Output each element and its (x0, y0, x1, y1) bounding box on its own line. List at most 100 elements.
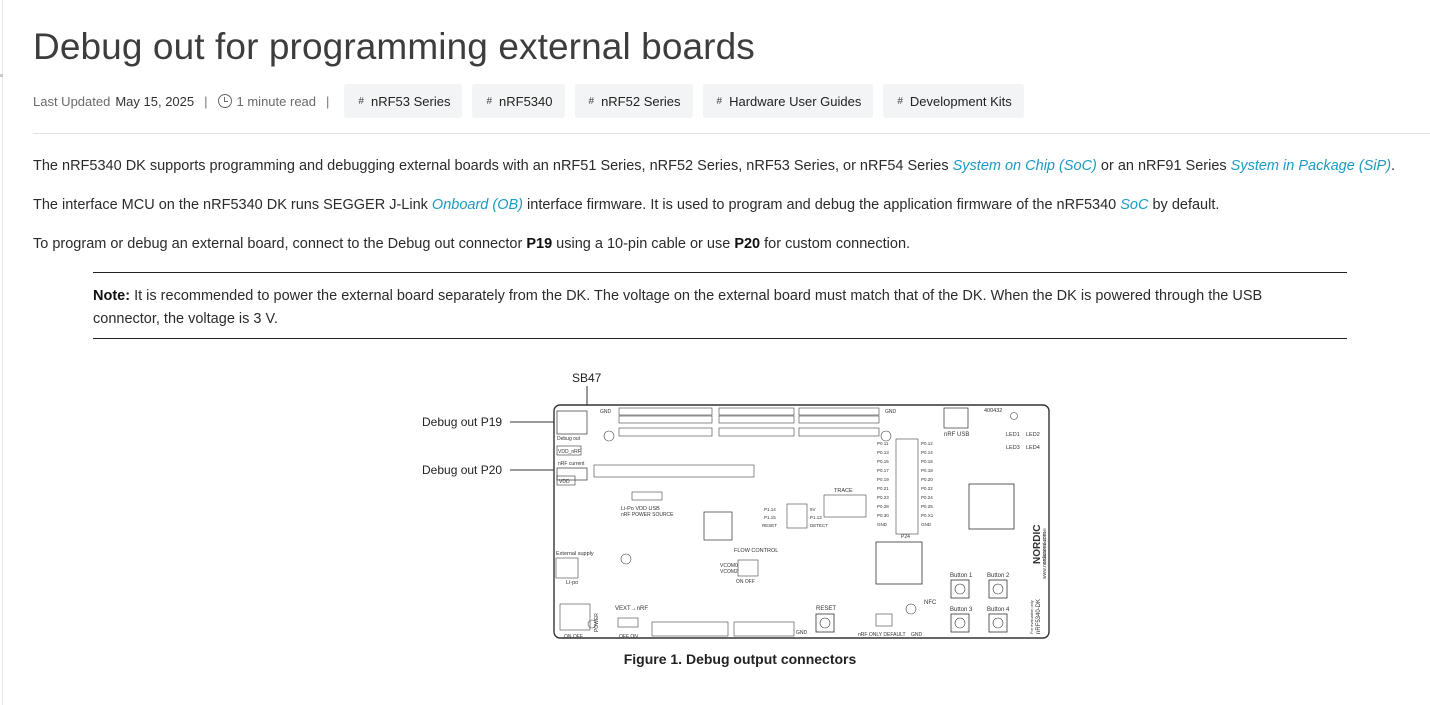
board-label-li-po: Li-po (566, 580, 578, 586)
board-label-gnd: GND (796, 630, 808, 636)
note-body: It is recommended to power the external … (93, 288, 1263, 327)
nrf-only-switch (875, 613, 893, 627)
tag-label: Hardware User Guides (729, 93, 862, 109)
top-headers (618, 407, 880, 437)
power-source-switch (631, 491, 663, 501)
text: The nRF5340 DK supports programming and … (33, 158, 953, 174)
board-label-nrf-only-default: nRF ONLY DEFAULT (858, 632, 906, 638)
text: for custom connection. (760, 236, 911, 252)
power-switch (559, 603, 591, 631)
dk-name-group: nRF5340-DK For evaluation only (1029, 599, 1042, 634)
text: by default. (1148, 197, 1220, 213)
gpio-pin-label: P0.19 (877, 477, 889, 482)
paragraph-2: The interface MCU on the nRF5340 DK runs… (33, 197, 1219, 213)
note-label: Note: (93, 288, 131, 304)
connector-p20-outline (556, 467, 588, 481)
reset-button-cap (819, 617, 831, 629)
gpio-pin-label: P0.X1 (921, 513, 934, 518)
board-label-p24: P24 (901, 534, 910, 540)
gpio-pin-label: P0.20 (921, 477, 933, 482)
gpio-pin-label: P0.17 (877, 468, 889, 473)
link-onboard-ob[interactable]: Onboard (OB) (431, 197, 523, 213)
note-box: Note: It is recommended to power the ext… (93, 272, 1347, 339)
brand-subtitle: SEMICONDUCTOR (1042, 528, 1047, 564)
board-label-nfc: NFC (924, 600, 937, 606)
board-label-nrf-usb: nRF USB (944, 432, 969, 438)
board-label-led3: LED3 (1006, 445, 1020, 451)
jumper-vdd (556, 475, 576, 486)
hash-icon: # (358, 95, 364, 107)
tag-nrf53-series[interactable]: # nRF53 Series (344, 84, 463, 118)
gpio-pin-label: P0.24 (921, 495, 933, 500)
vext-switch (617, 617, 639, 628)
clock-icon (217, 94, 232, 108)
p1-pin-label: DETECT (810, 523, 828, 528)
p1-pin-label: P1.13 (810, 515, 822, 520)
board-label-led2: LED2 (1026, 432, 1040, 438)
board-label-vcom2: VCOM2 (720, 569, 738, 575)
link-sip[interactable]: System in Package (SiP) (1230, 158, 1392, 174)
hash-icon: # (897, 95, 903, 107)
gpio-pin-label: P0.15 (877, 459, 889, 464)
board-label-nrf-current: nRF current (558, 461, 585, 467)
jumper-vdd-nrf (556, 445, 582, 456)
tag-hardware-user-guides[interactable]: # Hardware User Guides (702, 84, 874, 118)
gpio-pin-label: P0.11 (877, 441, 889, 446)
interface-mcu-chip (875, 541, 923, 585)
board-label-led1: LED1 (1006, 432, 1020, 438)
tag-nrf5340[interactable]: #nRF5340 (472, 84, 565, 118)
text: using a 10-pin cable or use (552, 236, 735, 252)
board-label-dk-name: nRF5340-DK (1036, 599, 1042, 634)
p1-pin-label: P1.14 (764, 507, 776, 512)
board-label-gnd: GND (885, 409, 897, 415)
p1-header (786, 503, 808, 529)
callout-p19: Debug out P19 (422, 415, 502, 429)
tag-label: nRF53 Series (370, 93, 451, 109)
board-label-vdd-nrf: VDD_nRF (558, 449, 581, 455)
board-label-external-supply: External supply (556, 551, 594, 557)
mounting-hole (587, 619, 597, 629)
mounting-hole (880, 430, 892, 442)
hash-icon: # (716, 95, 723, 107)
trace-connector (823, 494, 867, 518)
tag-nrf52-series[interactable]: # nRF52 Series (574, 84, 693, 118)
page-meta: Last Updated May 15, 2025 | 1 minute rea… (33, 84, 1024, 118)
gpio-pin-label: P0.22 (921, 486, 933, 491)
link-soc-abbr[interactable]: SoC (1120, 197, 1149, 213)
p1-pin-label: 5V (810, 507, 816, 512)
board-label-power-source: nRF POWER SOURCE (621, 512, 674, 518)
last-updated-date: May 15, 2025 (115, 93, 195, 109)
last-updated-label: Last Updated (33, 93, 111, 109)
board-label-trace: TRACE (834, 488, 853, 494)
external-supply-header (555, 557, 579, 579)
gpio-pin-labels: P0.11 P0.13 P0.15 P0.17 P0.19 P0.21 P0.2… (877, 441, 934, 527)
note-text: Note: It is recommended to power the ext… (93, 285, 1333, 331)
callout-p20: Debug out P20 (422, 463, 502, 477)
link-soc[interactable]: System on Chip (SoC) (952, 158, 1097, 174)
gpio-pin-label: P0.28 (877, 504, 889, 509)
mounting-hole (905, 603, 917, 615)
board-label-button1: Button 1 (950, 573, 973, 579)
tag-list: # nRF53 Series #nRF5340 # nRF52 Series # Ha… (344, 84, 1024, 118)
gpio-pin-label: P0.25 (921, 504, 933, 509)
board-label-debug-out: Debug out (557, 436, 581, 442)
hash-icon: # (588, 95, 595, 107)
gpio-pin-label: P0.23 (877, 495, 889, 500)
bottom-header (733, 621, 795, 637)
text: interface firmware. It is used to progra… (523, 197, 1121, 213)
connector-p19-outline (556, 410, 588, 435)
gpio-pin-label: P0.16 (921, 459, 933, 464)
tag-label: nRF52 Series (601, 93, 681, 109)
board-label-on-off: ON OFF (736, 579, 755, 585)
board-outline (553, 404, 1050, 639)
tag-development-kits[interactable]: #Development Kits (883, 84, 1024, 118)
board-label-vext-nrf: VEXT→nRF (615, 606, 648, 612)
left-border (2, 0, 3, 705)
hash-icon: # (486, 95, 493, 107)
page-title: Debug out for programming external board… (33, 26, 755, 67)
connector-p20: P20 (734, 236, 761, 252)
p1-pin-label: RESET (762, 523, 777, 528)
gpio-pin-label: P0.18 (921, 468, 933, 473)
connector-p19: P19 (526, 236, 553, 252)
